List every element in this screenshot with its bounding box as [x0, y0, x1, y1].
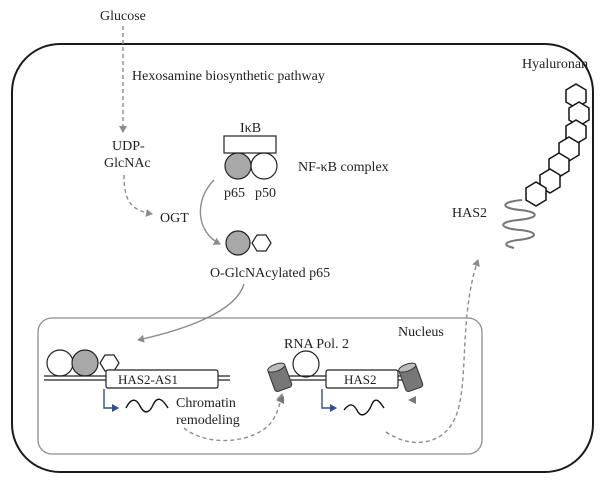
udp-label: UDP- [112, 139, 145, 154]
has2-promoter-arrow [321, 389, 337, 412]
to-nucleus-arrow [137, 283, 245, 343]
p50-subunit [250, 152, 278, 180]
rna-pol-label: RNA Pol. 2 [284, 337, 349, 352]
has2-as1-gene-label: HAS2-AS1 [118, 372, 178, 387]
remodeling-label: remodeling [176, 413, 240, 428]
has2-membrane-label: HAS2 [452, 206, 487, 221]
has2-as1-transcript [125, 398, 169, 413]
ogt-label: OGT [160, 211, 189, 226]
ikb-box [223, 135, 277, 154]
has2-gene-box [325, 369, 399, 389]
nucleus-boundary [37, 317, 483, 455]
has2-transcript [343, 399, 385, 416]
rna-pol-icon [292, 350, 320, 378]
p65-label: p65 [224, 186, 245, 201]
nucleosome-left-icon [267, 362, 293, 393]
p65-bound-subunit [71, 349, 99, 377]
glucose-label: Glucose [100, 9, 146, 24]
has2-gene-label: HAS2 [344, 372, 377, 387]
has2-export-arrow [385, 259, 480, 444]
nucleosome-left-tail-icon [276, 396, 284, 404]
nfkb-complex-label: NF-κB complex [298, 160, 389, 175]
glcnac-hexagon-icon [251, 234, 272, 252]
hexosamine-pathway-label: Hexosamine biosynthetic pathway [132, 69, 325, 84]
p50-bound-subunit [46, 349, 74, 377]
glcnac-bound-hexagon-icon [99, 354, 120, 372]
nucleosome-right-tail-icon [408, 396, 416, 404]
nucleosome-right-icon [398, 362, 424, 393]
hyaluronan-label: Hyaluronan [522, 57, 588, 72]
p65-subunit [224, 152, 252, 180]
nucleus-label: Nucleus [398, 325, 444, 340]
udp-to-ogt-arrow [123, 174, 153, 217]
has2-membrane-protein-icon [502, 199, 536, 249]
oglcnac-p65-subunit [225, 230, 251, 256]
ikb-label: IκB [240, 121, 261, 136]
oglcnac-p65-label: O-GlcNAcylated p65 [210, 266, 330, 281]
cell-membrane [11, 43, 594, 473]
has2-as1-promoter-arrow [103, 389, 119, 412]
p50-label: p50 [255, 186, 276, 201]
complex-to-oglcnac-arrow [199, 179, 221, 245]
chromatin-label: Chromatin [176, 396, 236, 411]
hyaluronan-chain-icon [525, 83, 590, 207]
has2-as1-gene-box [105, 369, 219, 389]
glcnac-label: GlcNAc [104, 156, 151, 171]
remodeling-arrow [183, 393, 285, 442]
